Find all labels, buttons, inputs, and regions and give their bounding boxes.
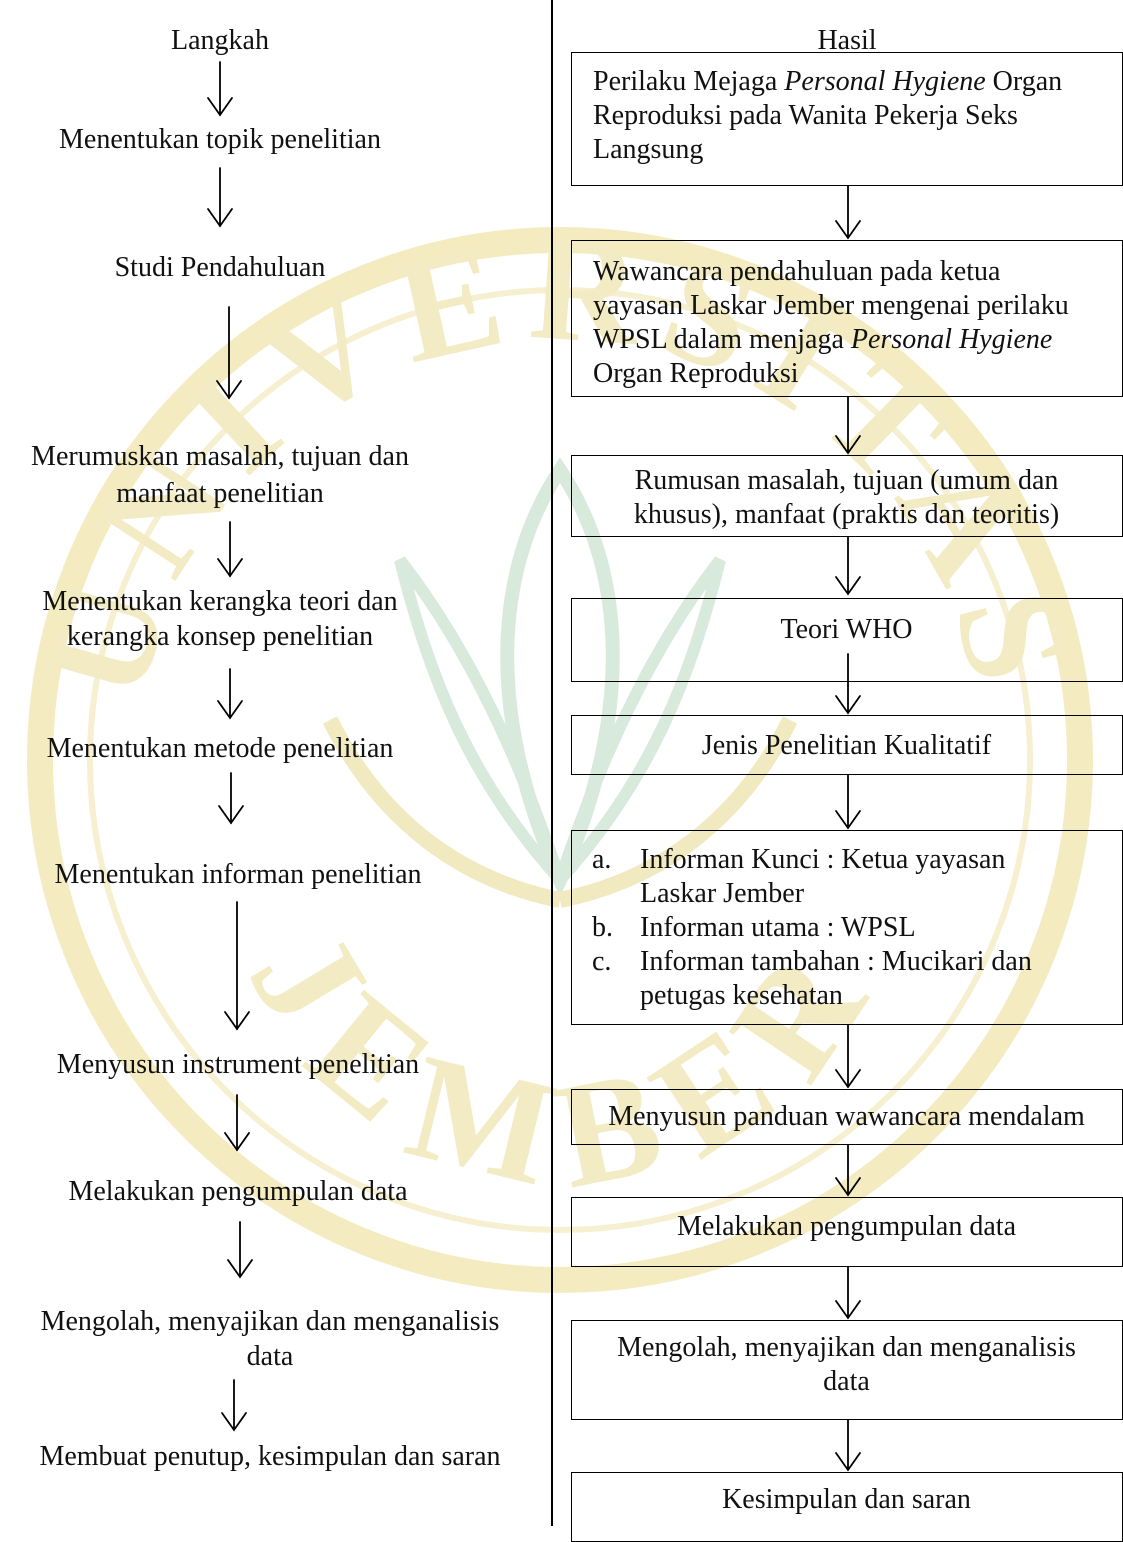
step-pengumpulan: Melakukan pengumpulan data [68,1176,408,1207]
right-header: Hasil [817,25,877,56]
box2-line4: Organ Reproduksi [593,358,799,389]
box1-line3: Langsung [593,134,704,165]
step-instrumen: Menyusun instrument penelitian [56,1049,420,1080]
result-box-topik: Perilaku Mejaga Personal Hygiene Organ R… [571,52,1123,186]
arrow-right-4 [835,653,861,715]
step-kerangka-line2: kerangka konsep penelitian [66,621,374,652]
box7-text: Menyusun panduan wawancara mendalam [608,1101,1085,1132]
arrow-left-3 [216,306,242,400]
step-kerangka-line1: Menentukan kerangka teori dan [42,586,398,617]
box9-line2: data [823,1366,870,1397]
step-rumusan-line1: Merumuskan masalah, tujuan dan [31,441,409,472]
box9-line1: Mengolah, menyajikan dan menganalisis [617,1332,1076,1363]
box2-line1: Wawancara pendahuluan pada ketua [593,256,1001,287]
arrow-left-10 [221,1379,247,1432]
result-box-mengolah: Mengolah, menyajikan dan menganalisis da… [571,1320,1123,1420]
informan-item-b: b.Informan utama : WPSL [592,912,916,943]
arrow-left-2 [207,167,233,228]
step-informan: Menentukan informan penelitian [54,859,422,890]
arrow-right-1 [835,185,861,240]
box2-line2: yayasan Laskar Jember mengenai perilaku [593,290,1069,321]
box4-text: Teori WHO [780,614,913,645]
arrow-right-5 [835,774,861,830]
step-topik: Menentukan topik penelitian [59,124,381,155]
arrow-right-7 [835,1144,861,1197]
box1-line1c: Organ [985,66,1063,97]
arrow-left-1 [207,61,233,117]
arrow-left-7 [224,901,250,1031]
result-box-instrumen: Menyusun panduan wawancara mendalam [571,1089,1123,1145]
step-penutup: Membuat penutup, kesimpulan dan saran [39,1441,501,1472]
box1-line1a: Perilaku Mejaga [593,66,785,97]
step-studi: Studi Pendahuluan [114,252,326,283]
box3-line1: Rumusan masalah, tujuan (umum dan [634,465,1059,496]
arrow-right-8 [835,1266,861,1320]
arrow-right-3 [835,536,861,596]
step-mengolah-line1: Mengolah, menyajikan dan menganalisis [40,1306,500,1337]
step-rumusan-line2: manfaat penelitian [116,478,324,509]
box5-text: Jenis Penelitian Kualitatif [701,730,992,761]
result-box-studi: Wawancara pendahuluan pada ketua yayasan… [571,240,1123,397]
step-mengolah-line2: data [246,1341,294,1372]
box2-line3b: Personal Hygiene [850,324,1053,355]
arrow-left-9 [227,1221,253,1279]
arrow-left-6 [218,772,244,825]
result-box-rumusan: Rumusan masalah, tujuan (umum dan khusus… [571,455,1123,537]
box10-text: Kesimpulan dan saran [722,1484,971,1515]
arrow-left-4 [217,521,243,578]
arrow-right-9 [835,1419,861,1472]
box1-line2: Reproduksi pada Wanita Pekerja Seks [593,100,1018,131]
arrow-left-5 [217,668,243,720]
result-box-metode: Jenis Penelitian Kualitatif [571,715,1123,775]
arrow-left-8 [224,1094,250,1152]
step-metode: Menentukan metode penelitian [46,733,394,764]
box8-text: Melakukan pengumpulan data [676,1211,1016,1242]
arrow-right-6 [835,1024,861,1089]
arrow-right-2 [835,396,861,455]
box2-line3a: WPSL dalam menjaga [593,324,851,355]
column-divider [551,0,553,1526]
box3-line2: khusus), manfaat (praktis dan teoritis) [633,499,1060,530]
result-box-teori: Teori WHO [571,598,1123,682]
box1-line1b: Personal Hygiene [784,66,986,97]
left-header: Langkah [171,25,269,56]
